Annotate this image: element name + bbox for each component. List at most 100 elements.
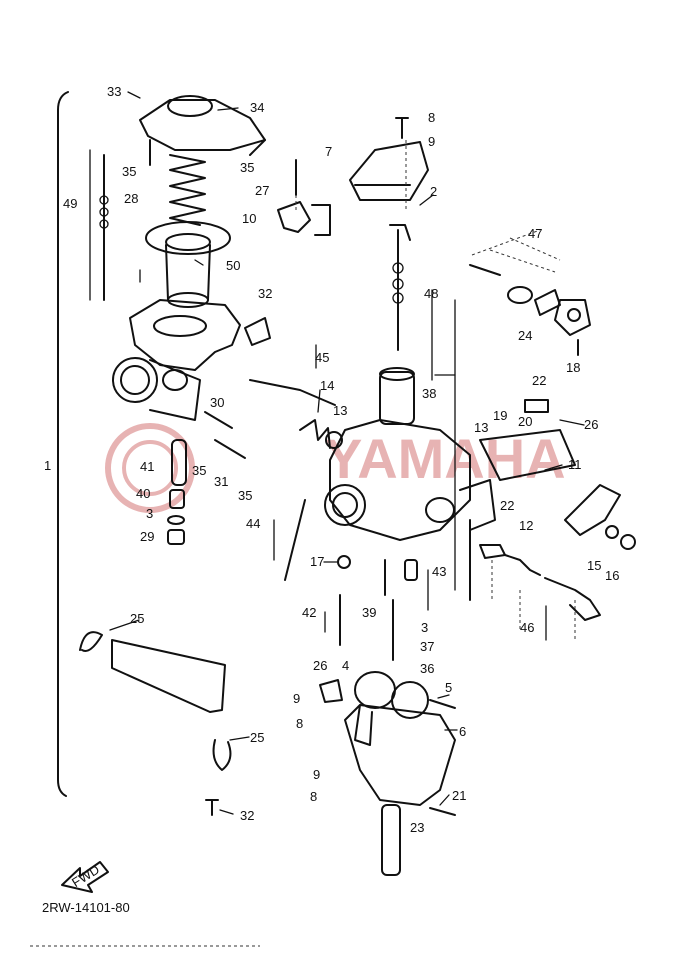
callout-23: 23 bbox=[410, 820, 424, 835]
callout-50: 50 bbox=[226, 258, 240, 273]
pump-assembly-47 bbox=[469, 264, 591, 356]
washer-13 bbox=[325, 431, 343, 449]
drain-tube-41 bbox=[167, 439, 187, 545]
callout-22: 22 bbox=[500, 498, 514, 513]
callout-27: 27 bbox=[255, 183, 269, 198]
callout-9: 9 bbox=[428, 134, 435, 149]
callout-21: 21 bbox=[452, 788, 466, 803]
rod-44 bbox=[284, 499, 306, 581]
callout-47: 47 bbox=[528, 226, 542, 241]
lever-10 bbox=[277, 159, 331, 236]
callout-32: 32 bbox=[258, 286, 272, 301]
carburetor-left bbox=[112, 299, 241, 421]
callout-35: 35 bbox=[238, 488, 252, 503]
callout-8: 8 bbox=[310, 789, 317, 804]
callout-19: 19 bbox=[493, 408, 507, 423]
washer-17 bbox=[337, 555, 351, 569]
callout-33: 33 bbox=[107, 84, 121, 99]
choke-plunger-46 bbox=[479, 544, 601, 621]
jet-needle-49 bbox=[89, 149, 109, 301]
collar-15 bbox=[605, 525, 619, 539]
drain-tube-23 bbox=[381, 804, 401, 876]
callout-8: 8 bbox=[428, 110, 435, 125]
callout-26: 26 bbox=[584, 417, 598, 432]
callout-17: 17 bbox=[310, 554, 324, 569]
lever-15 bbox=[564, 484, 621, 536]
callout-25: 25 bbox=[250, 730, 264, 745]
callout-9: 9 bbox=[293, 691, 300, 706]
screw-8 bbox=[395, 117, 409, 139]
hose-22 bbox=[524, 399, 549, 413]
callout-41: 41 bbox=[140, 459, 154, 474]
callout-43: 43 bbox=[432, 564, 446, 579]
pin-31 bbox=[214, 439, 246, 459]
callout-8: 8 bbox=[296, 716, 303, 731]
dashed-guides bbox=[295, 140, 576, 640]
screw-21 bbox=[429, 807, 456, 816]
catalog-code: 2RW-14101-80 bbox=[42, 900, 130, 915]
callout-3: 3 bbox=[146, 506, 153, 521]
callout-24: 24 bbox=[518, 328, 532, 343]
spring-25 bbox=[212, 739, 232, 771]
callout-42: 42 bbox=[302, 605, 316, 620]
callout-12: 12 bbox=[519, 518, 533, 533]
callout-48: 48 bbox=[424, 286, 438, 301]
callout-13: 13 bbox=[333, 403, 347, 418]
watermark-text: YAMAHA bbox=[325, 427, 566, 490]
callout-35: 35 bbox=[192, 463, 206, 478]
callout-32: 32 bbox=[240, 808, 254, 823]
callout-13: 13 bbox=[474, 420, 488, 435]
top-cover-34 bbox=[139, 95, 266, 166]
float-bowl-6 bbox=[319, 671, 456, 806]
watermark: YAMAHA bbox=[105, 423, 566, 513]
cap-7 bbox=[349, 141, 429, 201]
callout-4: 4 bbox=[342, 658, 349, 673]
callout-5: 5 bbox=[445, 680, 452, 695]
fwd-label: FWD bbox=[69, 862, 102, 890]
callout-46: 46 bbox=[520, 620, 534, 635]
diaphragm-50 bbox=[145, 221, 231, 308]
callout-15: 15 bbox=[587, 558, 601, 573]
callout-45: 45 bbox=[315, 350, 329, 365]
callout-11: 11 bbox=[568, 457, 582, 472]
callout-20: 20 bbox=[518, 414, 532, 429]
callout-7: 7 bbox=[325, 144, 332, 159]
throttle-spring bbox=[169, 154, 206, 226]
washer-16 bbox=[620, 534, 636, 550]
callout-37: 37 bbox=[420, 639, 434, 654]
jet-43 bbox=[404, 559, 418, 581]
callout-28: 28 bbox=[124, 191, 138, 206]
callout-18: 18 bbox=[566, 360, 580, 375]
leader-lines bbox=[109, 91, 585, 815]
callout-25: 25 bbox=[130, 611, 144, 626]
callout-36: 36 bbox=[420, 661, 434, 676]
throttle-shaft bbox=[249, 379, 336, 406]
callout-40: 40 bbox=[136, 486, 150, 501]
callout-29: 29 bbox=[140, 529, 154, 544]
bracket-11 bbox=[479, 429, 576, 481]
callout-26: 26 bbox=[313, 658, 327, 673]
callout-10: 10 bbox=[242, 211, 256, 226]
callout-34: 34 bbox=[250, 100, 264, 115]
assembly-bracket bbox=[57, 91, 69, 797]
callout-35: 35 bbox=[240, 160, 254, 175]
pin-30 bbox=[204, 411, 233, 429]
callout-9: 9 bbox=[313, 767, 320, 782]
carburetor-main-body bbox=[324, 367, 496, 601]
callout-30: 30 bbox=[210, 395, 224, 410]
callout-44: 44 bbox=[246, 516, 260, 531]
callout-16: 16 bbox=[605, 568, 619, 583]
callout-6: 6 bbox=[459, 724, 466, 739]
callout-49: 49 bbox=[63, 196, 77, 211]
callout-3: 3 bbox=[421, 620, 428, 635]
callout-2: 2 bbox=[430, 184, 437, 199]
callout-39: 39 bbox=[362, 605, 376, 620]
link-32 bbox=[244, 317, 271, 346]
callout-31: 31 bbox=[214, 474, 228, 489]
callout-labels: 33 34 35 28 49 35 7 27 10 8 9 2 47 50 32… bbox=[44, 84, 619, 835]
forward-arrow-icon: FWD bbox=[61, 861, 109, 893]
callout-35: 35 bbox=[122, 164, 136, 179]
plate-25 bbox=[79, 631, 226, 713]
callout-22: 22 bbox=[532, 373, 546, 388]
